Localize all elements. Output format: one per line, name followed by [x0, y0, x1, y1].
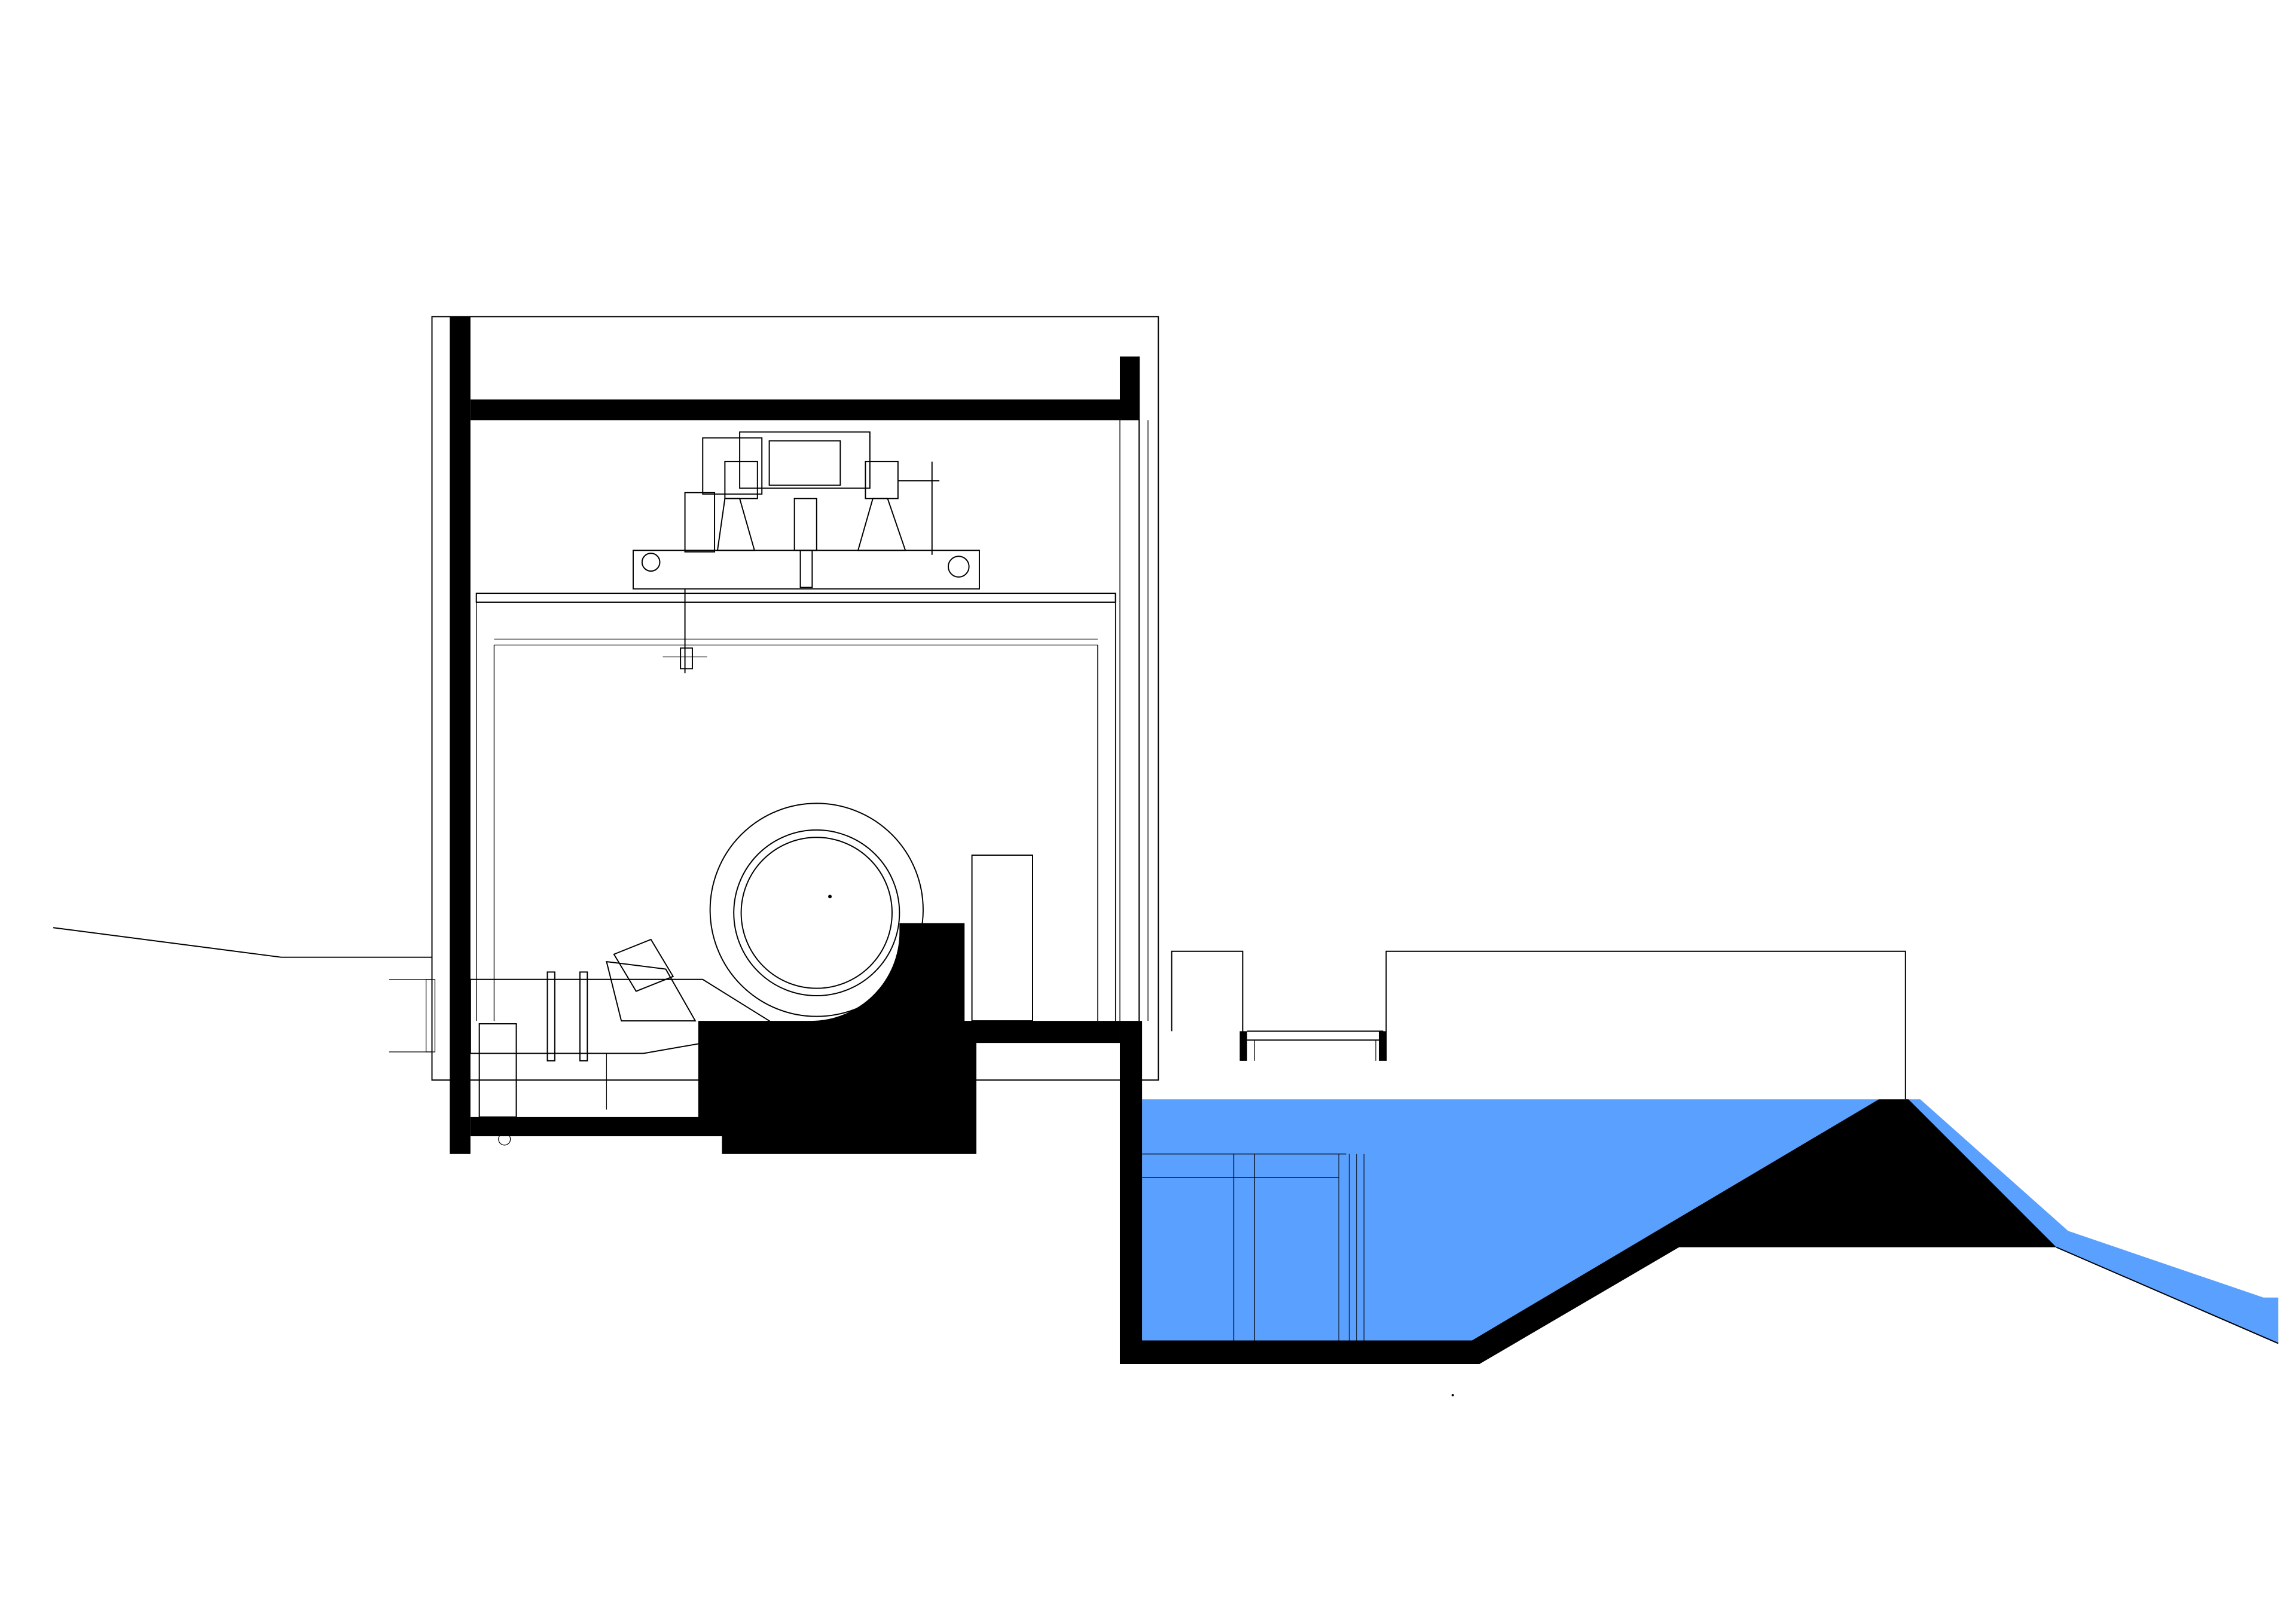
tailrace-channel: [1119, 950, 2279, 1396]
ground-line: [53, 927, 432, 958]
water-downstream: [1905, 1099, 2279, 1344]
overhead-crane: [632, 431, 980, 673]
spiral-casing: [698, 803, 1120, 1154]
water-tailrace: [1142, 1099, 1879, 1341]
